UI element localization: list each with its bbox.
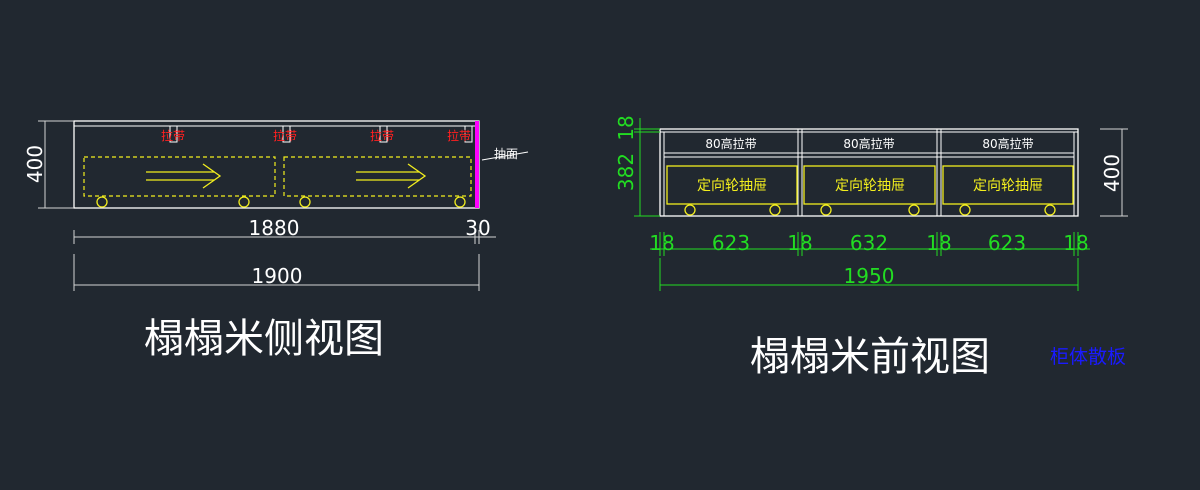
front-left-height-dimension (634, 118, 660, 217)
side-drawer-1 (83, 156, 276, 197)
caster-wheel-icon (238, 196, 250, 208)
front-view-title: 榻榻米前视图 (750, 334, 990, 380)
side-handle-dim-label: 30 (465, 216, 490, 240)
caster-wheel-icon (1044, 204, 1056, 216)
bay-3-drawer-label: 定向轮抽屉 (973, 178, 1043, 194)
front-total-height-label: 400 (1100, 154, 1124, 192)
width-seg-3: 18 (787, 231, 812, 255)
bay-2-strap-label: 80高拉带 (843, 136, 894, 151)
side-length-label: 1880 (249, 216, 300, 240)
cabinet-panels-note: 柜体散板 (1050, 346, 1126, 368)
bay-1-drawer (666, 165, 798, 205)
width-seg-2: 623 (712, 231, 750, 255)
width-seg-4: 632 (850, 231, 888, 255)
front-view: 80高拉带 80高拉带 80高拉带 定向轮抽屉 定向轮抽屉 定向轮抽屉 18 3… (614, 115, 1128, 380)
side-total-label: 1900 (252, 264, 303, 288)
drawer-direction-arrow-icon (146, 163, 222, 189)
strap-label-3: 拉带 (370, 128, 394, 143)
strap-notch (464, 125, 473, 143)
side-view: 拉带 拉带 拉带 拉带 抽面 400 (23, 120, 529, 362)
front-right-height-dimension (1100, 128, 1128, 217)
bay-3-drawer (942, 165, 1074, 205)
width-seg-1: 18 (649, 231, 674, 255)
handle-leader-line (481, 151, 529, 161)
side-drawer-2 (283, 156, 472, 197)
bay-1-drawer-label: 定向轮抽屉 (697, 178, 767, 194)
caster-wheel-icon (299, 196, 311, 208)
side-height-dimension (38, 120, 74, 209)
drawer-direction-arrow-icon (356, 163, 427, 189)
strap-label-2: 拉带 (273, 128, 297, 143)
front-top-thickness-label: 18 (614, 115, 638, 140)
caster-wheel-icon (908, 204, 920, 216)
strap-label-1: 拉带 (161, 128, 185, 143)
bay-2-drawer-label: 定向轮抽屉 (835, 178, 905, 194)
side-total-dimension (73, 254, 480, 291)
caster-wheel-icon (959, 204, 971, 216)
caster-wheel-icon (96, 196, 108, 208)
strap-notch (379, 125, 388, 143)
bay-3-strap-label: 80高拉带 (982, 136, 1033, 151)
width-seg-7: 18 (1063, 231, 1088, 255)
side-handle-panel (475, 121, 479, 208)
front-width-chain-dimension (650, 232, 1090, 256)
bay-2-drawer (803, 165, 936, 205)
handle-label: 抽面 (494, 147, 518, 161)
strap-label-4: 拉带 (447, 128, 471, 143)
strap-notch (282, 125, 291, 143)
strap-notch (169, 125, 178, 143)
front-cabinet-outline (659, 128, 1079, 217)
bay-1-strap-label: 80高拉带 (705, 136, 756, 151)
width-seg-6: 623 (988, 231, 1026, 255)
side-view-title: 榻榻米侧视图 (144, 316, 384, 362)
front-total-width-dimension (659, 258, 1079, 291)
side-length-dimension (73, 230, 496, 244)
side-height-label: 400 (23, 145, 47, 183)
front-total-width-label: 1950 (844, 264, 895, 288)
caster-wheel-icon (684, 204, 696, 216)
caster-wheel-icon (454, 196, 466, 208)
caster-wheel-icon (769, 204, 781, 216)
caster-wheel-icon (820, 204, 832, 216)
front-main-height-label: 382 (614, 153, 638, 191)
width-seg-5: 18 (926, 231, 951, 255)
